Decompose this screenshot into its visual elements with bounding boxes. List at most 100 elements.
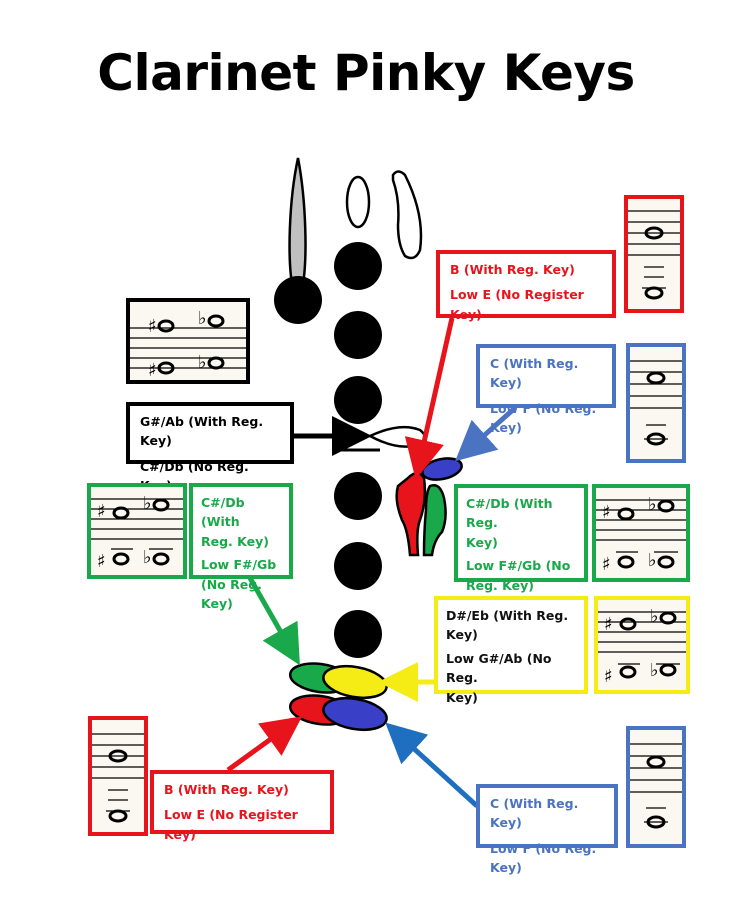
flat-icon: ♭ (143, 493, 152, 514)
staff-notation: ♯ ♭ ♯ ♭ (130, 308, 246, 380)
label-line-with-reg: C (With Reg. Key) (490, 796, 579, 831)
staff-notation (630, 360, 682, 446)
label-line-no-reg: Low F#/Gb (No (466, 558, 571, 574)
label-bottom-red: B (With Reg. Key) Low E (No Register Key… (150, 770, 334, 842)
staff-notation: ♯ ♭ ♯ ♭ (598, 606, 686, 687)
flat-icon: ♭ (648, 550, 657, 571)
label-line-no-reg: Low E (No Register Key) (164, 807, 298, 842)
label-top-red: B (With Reg. Key) Low E (No Register Key… (436, 250, 616, 322)
label-line-with-reg: C (With Reg. Key) (490, 356, 579, 391)
label-line-with-reg: B (With Reg. Key) (450, 262, 575, 277)
tone-hole-2-icon (334, 311, 382, 359)
staff-notation (92, 733, 144, 823)
label-line-with-reg-cont: Reg. Key) (201, 533, 269, 549)
sharp-icon: ♯ (97, 501, 106, 522)
note-g-flat-icon (152, 552, 170, 566)
staff-left-green: ♯ ♭ ♯ ♭ (87, 483, 187, 579)
note-low-e-icon (108, 809, 128, 823)
arrow-top-blue (455, 406, 517, 462)
side-key-green-icon (422, 484, 447, 557)
note-a-flat-icon (207, 314, 225, 328)
label-line-no-reg: Low G#/Ab (No Reg. (446, 650, 552, 686)
flat-icon: ♭ (143, 547, 152, 568)
staff-notation: ♯ ♭ ♯ ♭ (596, 494, 686, 575)
note-g-sharp-icon (157, 319, 175, 333)
flat-icon: ♭ (198, 352, 207, 373)
label-line-with-reg: C#/Db (With Reg. (466, 496, 553, 531)
note-b-icon (108, 749, 128, 763)
sharp-icon: ♯ (602, 502, 611, 523)
sharp-icon: ♯ (602, 554, 611, 575)
note-a-flat-icon (659, 663, 677, 677)
note-f-sharp-icon (617, 555, 635, 569)
sharp-icon: ♯ (604, 666, 613, 687)
note-d-sharp-icon (619, 617, 637, 631)
register-key-icon (288, 157, 307, 297)
tone-hole-4-icon (334, 472, 382, 520)
staff-right-green: ♯ ♭ ♯ ♭ (592, 484, 690, 582)
note-d-flat-icon (657, 499, 675, 513)
g-sharp-key-icon (367, 425, 427, 448)
flat-icon: ♭ (650, 660, 659, 681)
staff-notation (628, 210, 680, 300)
label-line-no-reg-cont: Key) (446, 689, 478, 705)
label-left-green: C#/Db (With Reg. Key) Low F#/Gb (No Reg.… (189, 483, 293, 611)
label-line-with-reg: D#/Eb (With Reg. (446, 608, 569, 623)
staff-bottom-red (88, 716, 148, 836)
staff-left-black: ♯ ♭ ♯ ♭ (126, 298, 250, 384)
note-e-flat-icon (659, 611, 677, 625)
note-d-flat-icon (207, 356, 225, 370)
side-key-blue-icon (421, 457, 463, 481)
arrow-bottom-red (226, 716, 303, 773)
note-low-f-icon (646, 815, 666, 829)
staff-top-blue (626, 343, 686, 463)
note-c-sharp-icon (157, 361, 175, 375)
label-left-black: G#/Ab (With Reg. Key) C#/Db (No Reg. Key… (126, 402, 294, 493)
flat-icon: ♭ (198, 308, 207, 329)
staff-top-red (624, 195, 684, 313)
label-line-no-reg: Low F#/Gb (201, 557, 277, 573)
sharp-icon: ♯ (148, 360, 157, 380)
note-c-icon (646, 371, 666, 385)
label-line-no-reg-cont: (No Reg. Key) (201, 576, 262, 611)
flat-icon: ♭ (648, 494, 657, 515)
sharp-icon: ♯ (148, 316, 157, 337)
arrow-top-red (404, 317, 455, 480)
label-right-green: C#/Db (With Reg. Key) Low F#/Gb (No Reg.… (454, 484, 588, 593)
label-top-blue: C (With Reg. Key) Low F (No Reg. Key) (476, 344, 616, 435)
pinky-key-blue-icon (322, 696, 388, 732)
note-d-flat-icon (152, 498, 170, 512)
label-line-no-reg: Low E (No Register Key) (450, 287, 584, 322)
note-b-icon (644, 226, 664, 240)
a-key-icon (345, 175, 371, 229)
note-low-e-icon (644, 286, 664, 300)
note-c-sharp-icon (112, 506, 130, 520)
tone-hole-5-icon (334, 542, 382, 590)
arrow-left-green (247, 576, 300, 666)
note-g-flat-icon (657, 555, 675, 569)
pinky-key-yellow-icon (322, 664, 388, 700)
page-title: Clarinet Pinky Keys (97, 44, 635, 102)
sharp-icon: ♯ (97, 551, 106, 572)
arrow-bottom-blue (385, 722, 479, 808)
label-right-yellow: D#/Eb (With Reg. Key) Low G#/Ab (No Reg.… (434, 596, 588, 705)
note-c-icon (646, 755, 666, 769)
flat-icon: ♭ (650, 606, 659, 627)
label-line-no-reg: Low F (No Reg. Key) (490, 840, 597, 876)
staff-notation: ♯ ♭ ♯ ♭ (91, 493, 183, 572)
label-line-with-reg-cont: Key) (466, 534, 498, 550)
label-bottom-blue: C (With Reg. Key) Low F (No Reg. Key) (476, 784, 618, 875)
tone-hole-3-icon (334, 376, 382, 424)
label-line-no-reg: Low F (No Reg. Key) (490, 400, 597, 436)
tone-hole-1-icon (334, 242, 382, 290)
note-g-sharp-icon (619, 665, 637, 679)
label-line-with-reg: G#/Ab (With Reg. Key) (140, 414, 264, 449)
g-sharp-side-key-icon (391, 170, 423, 260)
sharp-icon: ♯ (604, 614, 613, 635)
note-low-f-icon (646, 432, 666, 446)
label-line-with-reg: C#/Db (With (201, 495, 245, 530)
note-c-sharp-icon (617, 507, 635, 521)
staff-right-yellow: ♯ ♭ ♯ ♭ (594, 596, 690, 694)
label-line-with-reg: B (With Reg. Key) (164, 782, 289, 797)
